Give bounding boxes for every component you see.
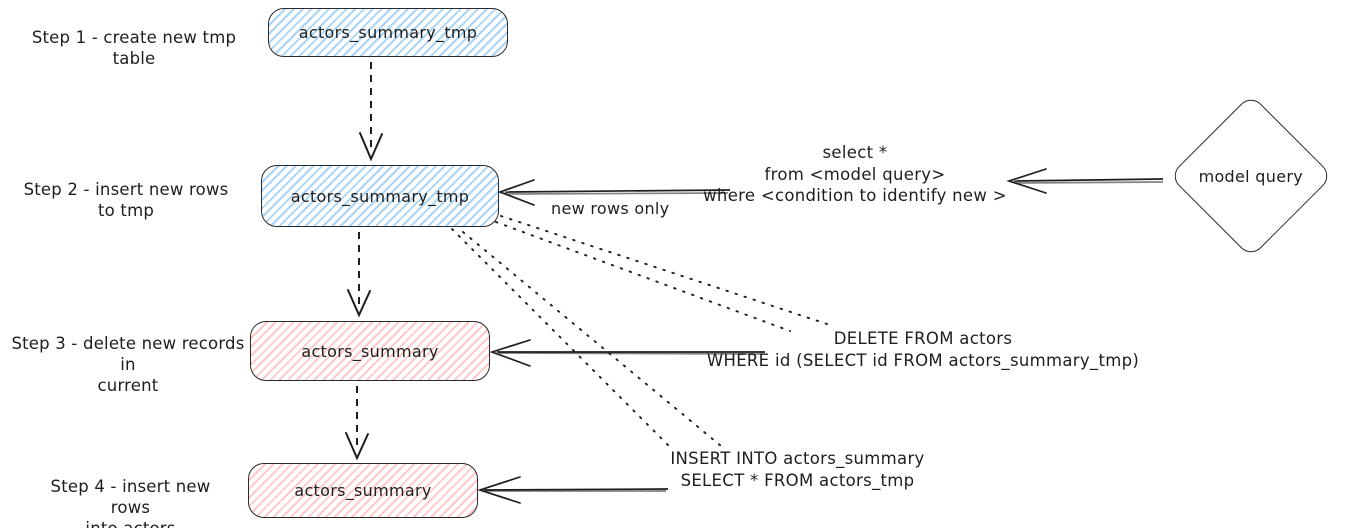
arrow-step1-to-step2 (359, 62, 383, 162)
dotted-link-tmp-to-delete-sql (495, 215, 828, 332)
node-label: actors_summary_tmp (290, 186, 470, 206)
step3-label-line1: Step 3 - delete new records in (11, 334, 245, 374)
step1-label: Step 1 - create new tmp table (8, 27, 260, 69)
step2-label: Step 2 - insert new rows to tmp (20, 179, 232, 221)
arrow-model-query-to-select (1006, 168, 1164, 194)
insert-sql-line2: SELECT * FROM actors_tmp (680, 470, 915, 490)
node-actors-summary-step4: actors_summary (248, 463, 478, 518)
node-actors-summary-tmp-step2: actors_summary_tmp (261, 165, 499, 227)
annotation-delete-sql: DELETE FROM actors WHERE id (SELECT id F… (663, 328, 1183, 371)
annotation-insert-sql: INSERT INTO actors_summary SELECT * FROM… (650, 448, 945, 491)
step4-label-line1: Step 4 - insert new rows (50, 477, 211, 517)
arrow-insert-sql-to-actors-summary (477, 476, 669, 504)
model-query-label: model query (1198, 166, 1304, 186)
step3-label-line2: current (97, 376, 159, 395)
select-query-line3: where <condition to identify new > (703, 186, 1007, 205)
node-actors-summary-step3: actors_summary (250, 321, 490, 381)
arrow-select-to-tmp (497, 179, 731, 206)
node-actors-summary-tmp-step1: actors_summary_tmp (268, 8, 508, 57)
delete-sql-line2: WHERE id (SELECT id FROM actors_summary_… (706, 350, 1140, 370)
step3-label: Step 3 - delete new records in current (4, 333, 252, 396)
step4-label-line2: into actors (38, 518, 223, 528)
arrow-step3-to-step4 (345, 386, 369, 461)
step1-label-line1: Step 1 - create new tmp table (31, 28, 237, 68)
delete-sql-line1: DELETE FROM actors (833, 329, 1013, 348)
arrow-step2-to-step3 (347, 232, 371, 318)
node-label: actors_summary (294, 481, 432, 500)
step2-label-line1: Step 2 - insert new rows (23, 180, 229, 199)
annotation-select-query: select * from <model query> where <condi… (700, 142, 1010, 207)
edge-label-new-rows-only: new rows only (551, 199, 670, 218)
node-label: actors_summary (301, 341, 439, 361)
select-query-line1: select * (822, 143, 888, 162)
select-query-line2: from <model query> (764, 164, 946, 184)
arrow-delete-sql-to-actors-summary (489, 339, 765, 367)
step4-label: Step 4 - insert new rows into actors (38, 476, 223, 528)
insert-sql-line1: INSERT INTO actors_summary (670, 449, 925, 468)
node-label: actors_summary_tmp (298, 23, 478, 42)
step2-label-line2: to tmp (97, 201, 155, 220)
